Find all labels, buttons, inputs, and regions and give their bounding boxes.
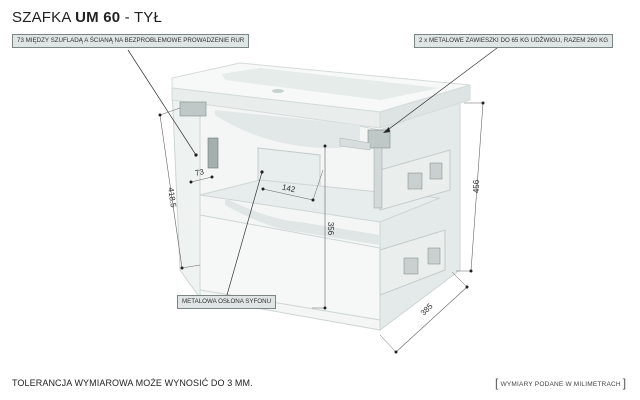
middle-shelf xyxy=(199,179,441,223)
units-note: [ WYMIARY PODANE W MILIMETRACH ] xyxy=(495,376,626,390)
runner-label xyxy=(427,247,441,265)
title-suffix: - TYŁ xyxy=(124,9,163,26)
cabinet-left-side xyxy=(171,87,201,300)
page-title: SZAFKA UM 60 - TYŁ xyxy=(12,9,162,26)
callout-pipe-gap: 73 MIĘDZY SZUFLADĄ A ŚCIANĄ NA BEZPROBLE… xyxy=(12,34,250,48)
left-side-rail xyxy=(207,137,219,169)
hangers-leader xyxy=(384,47,498,133)
washbasin-side xyxy=(379,84,471,129)
tolerance-note: TOLERANCJA WYMIAROWA MOŻE WYNOSIĆ DO 3 M… xyxy=(12,378,253,388)
dim-right-height: 456 xyxy=(472,179,482,194)
left-hanger-bracket xyxy=(179,101,207,117)
lower-drawer-inner xyxy=(225,198,380,245)
callout-siphon-cover: METALOWA OSŁONA SYFONU xyxy=(177,295,277,309)
bracket-close: ] xyxy=(622,376,627,390)
siphon-leader xyxy=(226,171,263,296)
dim-inner-height: 356 xyxy=(326,221,336,236)
bracket-open: [ xyxy=(495,376,499,390)
runner-label xyxy=(403,257,419,275)
callout-hangers: 2 x METALOWE ZAWIESZKI DO 65 KG UDŹWIGU,… xyxy=(414,34,614,48)
title-model: UM 60 xyxy=(75,9,121,26)
basin-bowl xyxy=(222,68,440,100)
right-side-rail xyxy=(373,147,383,209)
right-hanger-bracket xyxy=(367,129,391,149)
gap-leader xyxy=(127,49,197,156)
units-text: WYMIARY PODANE W MILIMETRACH xyxy=(500,381,621,388)
right-crossbar xyxy=(339,137,371,151)
drain-hole xyxy=(272,89,284,93)
dim-gap-depth: 73 xyxy=(194,167,205,178)
runner-label xyxy=(429,162,443,180)
title-prefix: SZAFKA xyxy=(12,9,71,26)
basin-underside xyxy=(215,110,360,149)
runner-label xyxy=(407,172,423,190)
